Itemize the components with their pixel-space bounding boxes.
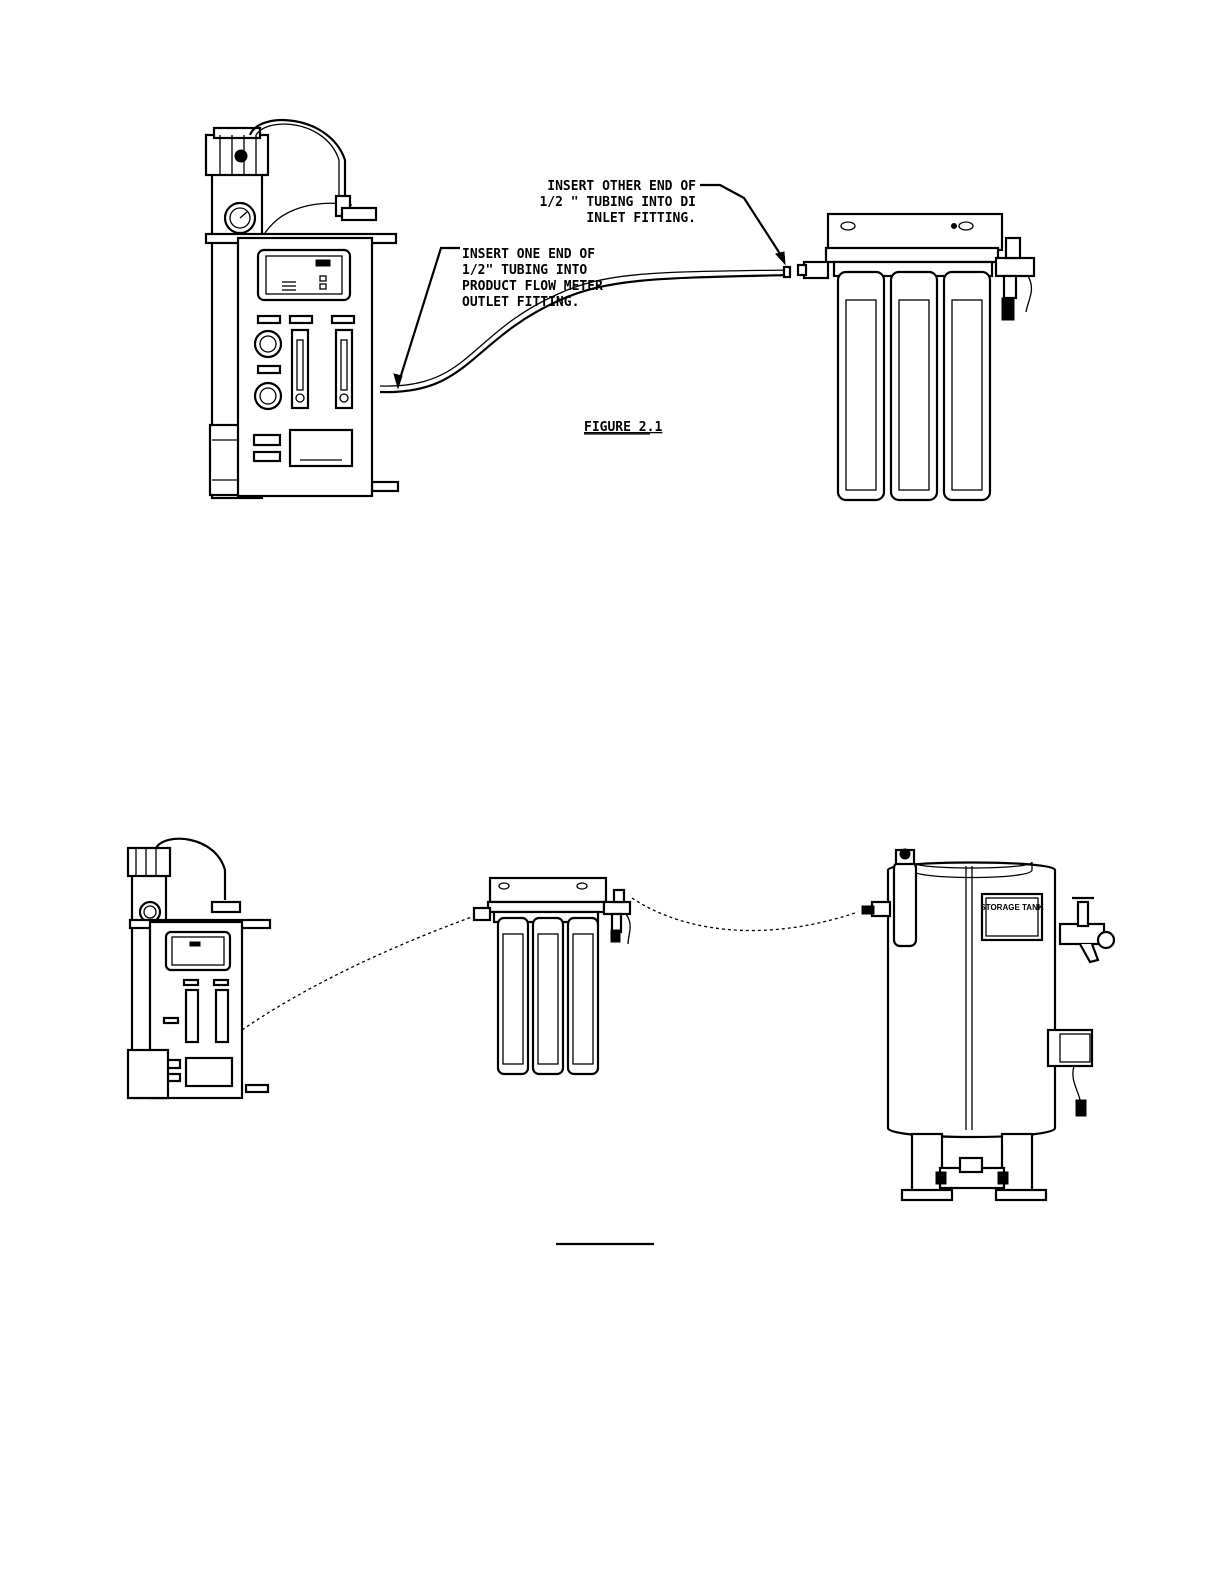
ro-unit-small [128, 839, 270, 1098]
tubing-di-to-tank [632, 898, 858, 931]
tubing-ro-to-di [242, 914, 480, 1030]
callout-right-line-1: INSERT OTHER END OF [547, 179, 696, 194]
callout-right-line-3: INLET FITTING. [586, 211, 696, 226]
di-filter-large [798, 214, 1034, 500]
callout-left-line-1: INSERT ONE END OF [462, 247, 595, 262]
figure-2-2: STORAGE TANK [128, 839, 1114, 1244]
callout-right-line-2: 1/2 " TUBING INTO DI [539, 195, 696, 210]
ro-unit-large [206, 120, 398, 498]
callout-left-line-2: 1/2" TUBING INTO [462, 263, 587, 278]
arrowhead-right [776, 252, 785, 264]
di-filter-small [474, 878, 630, 1074]
callout-leader-left [398, 248, 460, 385]
storage-tank: STORAGE TANK [862, 849, 1114, 1200]
storage-tank-label: STORAGE TANK [980, 903, 1043, 912]
callout-leader-right [700, 185, 784, 260]
callout-left-line-3: PRODUCT FLOW METER [462, 279, 603, 294]
figure-2-1-label: FIGURE 2.1 [584, 420, 662, 435]
figure-2-1: INSERT ONE END OF 1/2" TUBING INTO PRODU… [206, 120, 1034, 500]
callout-left-line-4: OUTLET FITTING. [462, 295, 579, 310]
